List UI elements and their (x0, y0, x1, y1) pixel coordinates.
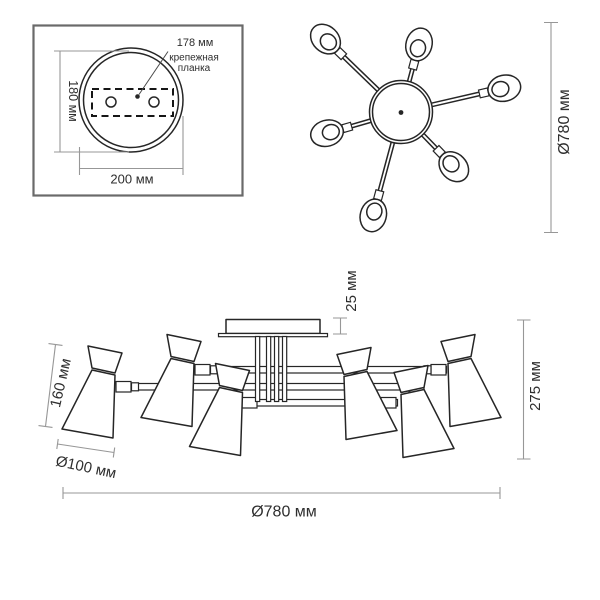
canopy-rods (254, 335, 288, 403)
mounting-hole-left (105, 96, 117, 108)
lamp-shade-4 (336, 346, 398, 441)
topview-diameter-label: Ø780 мм (556, 89, 573, 155)
arm-right (430, 87, 492, 108)
dimension-shade-diameter: Ø100 мм (54, 438, 118, 482)
plate-name-line2: планка (178, 63, 211, 74)
mounting-hole-right (148, 96, 160, 108)
lamp-shade-5 (393, 364, 455, 459)
mounting-plate-inset: 180 мм 200 мм 178 мм крепежная планка (32, 24, 244, 197)
dimension-top-diameter: Ø780 мм (544, 21, 573, 234)
dimension-200: 200 мм (78, 116, 184, 187)
inset-height-label: 180 мм (66, 80, 80, 122)
canopy-outer-circle (78, 47, 184, 153)
shade-diameter-label: Ø100 мм (54, 453, 118, 482)
lamp-shade-2 (140, 333, 202, 428)
shade-height-label: 160 мм (47, 357, 75, 409)
shade-head (487, 74, 522, 103)
dimension-180: 180 мм (54, 50, 129, 153)
dimension-canopy-height: 25 мм (333, 270, 360, 335)
top-view: Ø780 мм (309, 21, 573, 234)
plate-width-label: 178 мм (177, 37, 214, 49)
inset-border (32, 24, 244, 197)
arm-up-left (333, 46, 381, 93)
side-view: 25 мм 275 мм 160 мм Ø100 мм Ø780 мм (38, 270, 544, 521)
arm-up (406, 56, 420, 84)
arm-left (339, 118, 373, 134)
plate-center-dot (135, 94, 140, 99)
shade-head (309, 119, 345, 148)
canopy-height-label: 25 мм (343, 270, 360, 311)
shade-head (309, 23, 342, 55)
canopy (225, 318, 321, 335)
shade-head (359, 198, 388, 233)
dimension-fixture-height: 275 мм (517, 319, 544, 460)
arm-down-right (420, 132, 447, 159)
shade-head (438, 151, 470, 183)
ceiling-plate (217, 332, 329, 338)
center-body-inner (371, 82, 431, 142)
fixture-height-label: 275 мм (527, 361, 544, 411)
plate-name-line1: крепежная (169, 53, 219, 64)
dimension-fixture-diameter: Ø780 мм (62, 487, 501, 521)
lamp-shade-1 (61, 345, 123, 439)
inset-width-label: 200 мм (110, 172, 153, 187)
fixture-diameter-label: Ø780 мм (251, 504, 317, 521)
lamp-shade-6 (440, 333, 502, 428)
arm-down (372, 140, 396, 203)
mounting-plate-dashed (91, 88, 174, 117)
shade-head (404, 27, 434, 62)
center-dot (398, 110, 404, 115)
leader-line (138, 51, 169, 95)
lamp-shade-3 (188, 362, 251, 457)
canopy-inner-circle (82, 51, 180, 149)
